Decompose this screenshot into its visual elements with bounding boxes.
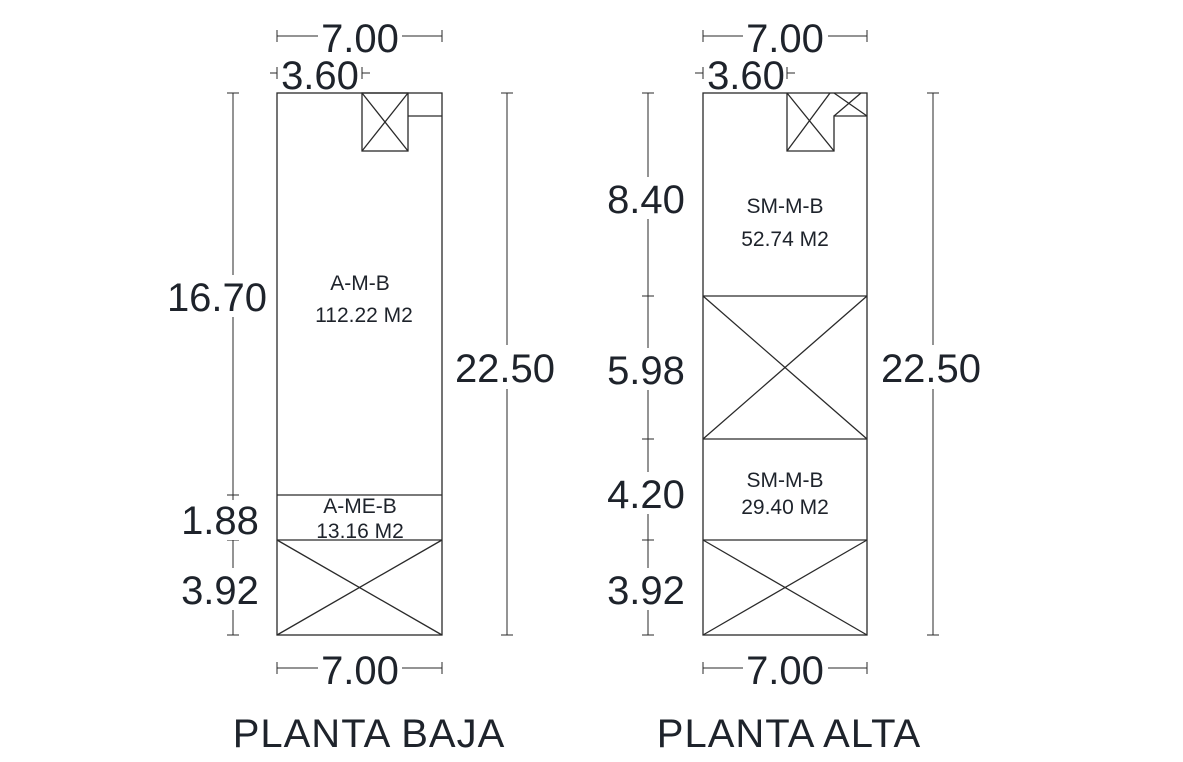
room-code: SM-M-B [747,469,824,492]
svg-text:7.00: 7.00 [746,17,824,61]
svg-text:8.40: 8.40 [607,178,685,222]
open-area-cross [276,539,443,636]
room-area: 29.40 M2 [741,496,829,519]
room-area: 13.16 M2 [316,520,404,543]
svg-text:16.70: 16.70 [167,276,267,320]
dimension-bottom-width: 7.00 [276,649,443,693]
dimension-left: 8.40 5.98 4.20 3.92 [600,92,695,636]
svg-text:1.88: 1.88 [181,499,259,543]
room-area: 52.74 M2 [741,228,829,251]
stair-void [786,92,868,152]
stair-void [361,92,442,152]
open-area-cross [702,295,868,636]
room-area: 112.22 M2 [315,304,413,327]
dimension-top-width: 7.00 [702,17,868,61]
svg-text:3.92: 3.92 [181,569,259,613]
dimension-top-partial: 3.60 [270,54,370,98]
outline [702,92,868,636]
dimension-right-total: 22.50 [875,92,987,636]
plan-planta-alta: 7.00 3.60 8.40 5.98 4.20 3.92 [600,17,987,756]
svg-text:7.00: 7.00 [321,17,399,61]
plan-title: PLANTA BAJA [233,712,506,756]
dimension-right-total: 22.50 [450,92,560,636]
dimension-bottom-width: 7.00 [702,649,868,693]
room-code: A-ME-B [323,495,397,518]
svg-text:7.00: 7.00 [746,649,824,693]
svg-text:22.50: 22.50 [455,347,555,391]
svg-text:7.00: 7.00 [321,649,399,693]
svg-text:3.92: 3.92 [607,569,685,613]
room-code: SM-M-B [747,195,824,218]
svg-text:4.20: 4.20 [607,473,685,517]
dimension-left: 16.70 1.88 3.92 [160,92,275,636]
dimension-top-width: 7.00 [276,17,443,61]
svg-text:22.50: 22.50 [881,347,981,391]
plan-title: PLANTA ALTA [657,712,921,756]
room-code: A-M-B [330,272,390,295]
svg-text:5.98: 5.98 [607,349,685,393]
dimension-top-partial: 3.60 [695,54,795,98]
svg-text:3.60: 3.60 [707,54,785,98]
outline [276,92,443,636]
plan-planta-baja: 7.00 3.60 16.70 1.88 3.92 [160,17,560,756]
svg-text:3.60: 3.60 [281,54,359,98]
